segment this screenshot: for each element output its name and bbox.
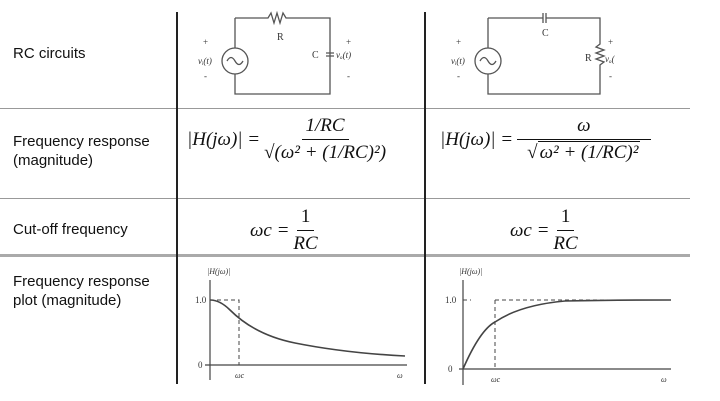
y-axis-label: |H(jω)| bbox=[207, 267, 230, 276]
cutoff-lhs: ωc = bbox=[250, 219, 290, 241]
fraction: 1/RC √(ω² + (1/RC)²) bbox=[264, 115, 386, 164]
highpass-magnitude-plot: |H(jω)| 1.0 0 ωc ω bbox=[445, 267, 672, 385]
highpass-circuit: C R vᵢ(t) vₒ(t) + - + - bbox=[451, 13, 615, 95]
magnitude-curve bbox=[209, 299, 406, 357]
denominator-part: )² bbox=[626, 142, 639, 163]
input-voltage-label: vᵢ(t) bbox=[198, 56, 212, 66]
plus-sign: + bbox=[456, 37, 461, 47]
numerator: ω bbox=[517, 115, 651, 140]
lowpass-circuit: R C vᵢ(t) vₒ(t) + - + - bbox=[198, 10, 351, 95]
x-axis-label: ω bbox=[397, 371, 403, 380]
resistor-label: R bbox=[277, 32, 284, 43]
denominator: √ω² + (1/RC)² bbox=[527, 141, 641, 163]
formula-lhs: |H(jω)| = bbox=[440, 128, 514, 150]
row-divider bbox=[0, 108, 690, 109]
row-divider bbox=[0, 198, 690, 199]
column-divider bbox=[424, 12, 426, 384]
cutoff-tick: ωc bbox=[491, 375, 501, 384]
denominator-part: 1/RC bbox=[587, 142, 627, 163]
cutoff-lhs: ωc = bbox=[510, 219, 550, 241]
capacitor-label: C bbox=[542, 28, 549, 39]
output-voltage-label: vₒ(t) bbox=[605, 54, 615, 64]
resistor-label: R bbox=[585, 53, 592, 64]
numerator: 1/RC bbox=[301, 115, 349, 140]
row-label-frequency-response: Frequency response (magnitude) bbox=[13, 133, 150, 169]
formula-lhs: |H(jω)| = bbox=[187, 128, 261, 150]
input-voltage-label: vᵢ(t) bbox=[451, 56, 465, 66]
row-label-rc-circuits: RC circuits bbox=[13, 45, 86, 62]
denominator: RC bbox=[553, 233, 578, 254]
capacitor-label: C bbox=[312, 50, 319, 61]
denominator: RC bbox=[293, 233, 318, 254]
x-axis-label: ω bbox=[661, 375, 667, 384]
numerator: 1 bbox=[556, 206, 575, 231]
y-tick-zero: 0 bbox=[448, 364, 453, 374]
output-voltage-label: vₒ(t) bbox=[336, 50, 351, 60]
lowpass-magnitude-formula: |H(jω)| = 1/RC √(ω² + (1/RC)²) bbox=[187, 115, 390, 164]
lowpass-magnitude-plot: |H(jω)| 1.0 0 ωc ω bbox=[195, 267, 407, 380]
numerator: 1 bbox=[296, 206, 315, 231]
plus-sign: + bbox=[608, 37, 613, 47]
row-label-cutoff: Cut-off frequency bbox=[13, 221, 128, 238]
plus-sign: + bbox=[346, 37, 351, 47]
y-tick-one: 1.0 bbox=[445, 295, 457, 305]
plus-sign: + bbox=[203, 37, 208, 47]
column-divider bbox=[176, 12, 178, 384]
y-tick-one: 1.0 bbox=[195, 295, 207, 305]
denominator: √(ω² + (1/RC)²) bbox=[264, 142, 387, 163]
row-divider bbox=[0, 254, 690, 257]
row-label-plot: Frequency response plot (magnitude) bbox=[13, 273, 150, 309]
minus-sign: - bbox=[457, 71, 460, 81]
minus-sign: - bbox=[609, 71, 612, 81]
y-tick-zero: 0 bbox=[198, 360, 203, 370]
minus-sign: - bbox=[347, 71, 350, 81]
highpass-magnitude-formula: |H(jω)| = ω √ω² + (1/RC)² bbox=[440, 115, 655, 164]
cutoff-tick: ωc bbox=[235, 371, 245, 380]
minus-sign: - bbox=[204, 71, 207, 81]
denominator-part: ω² + ( bbox=[539, 142, 588, 163]
fraction: ω √ω² + (1/RC)² bbox=[517, 115, 651, 164]
y-axis-label: |H(jω)| bbox=[459, 267, 482, 276]
magnitude-curve bbox=[462, 299, 672, 370]
